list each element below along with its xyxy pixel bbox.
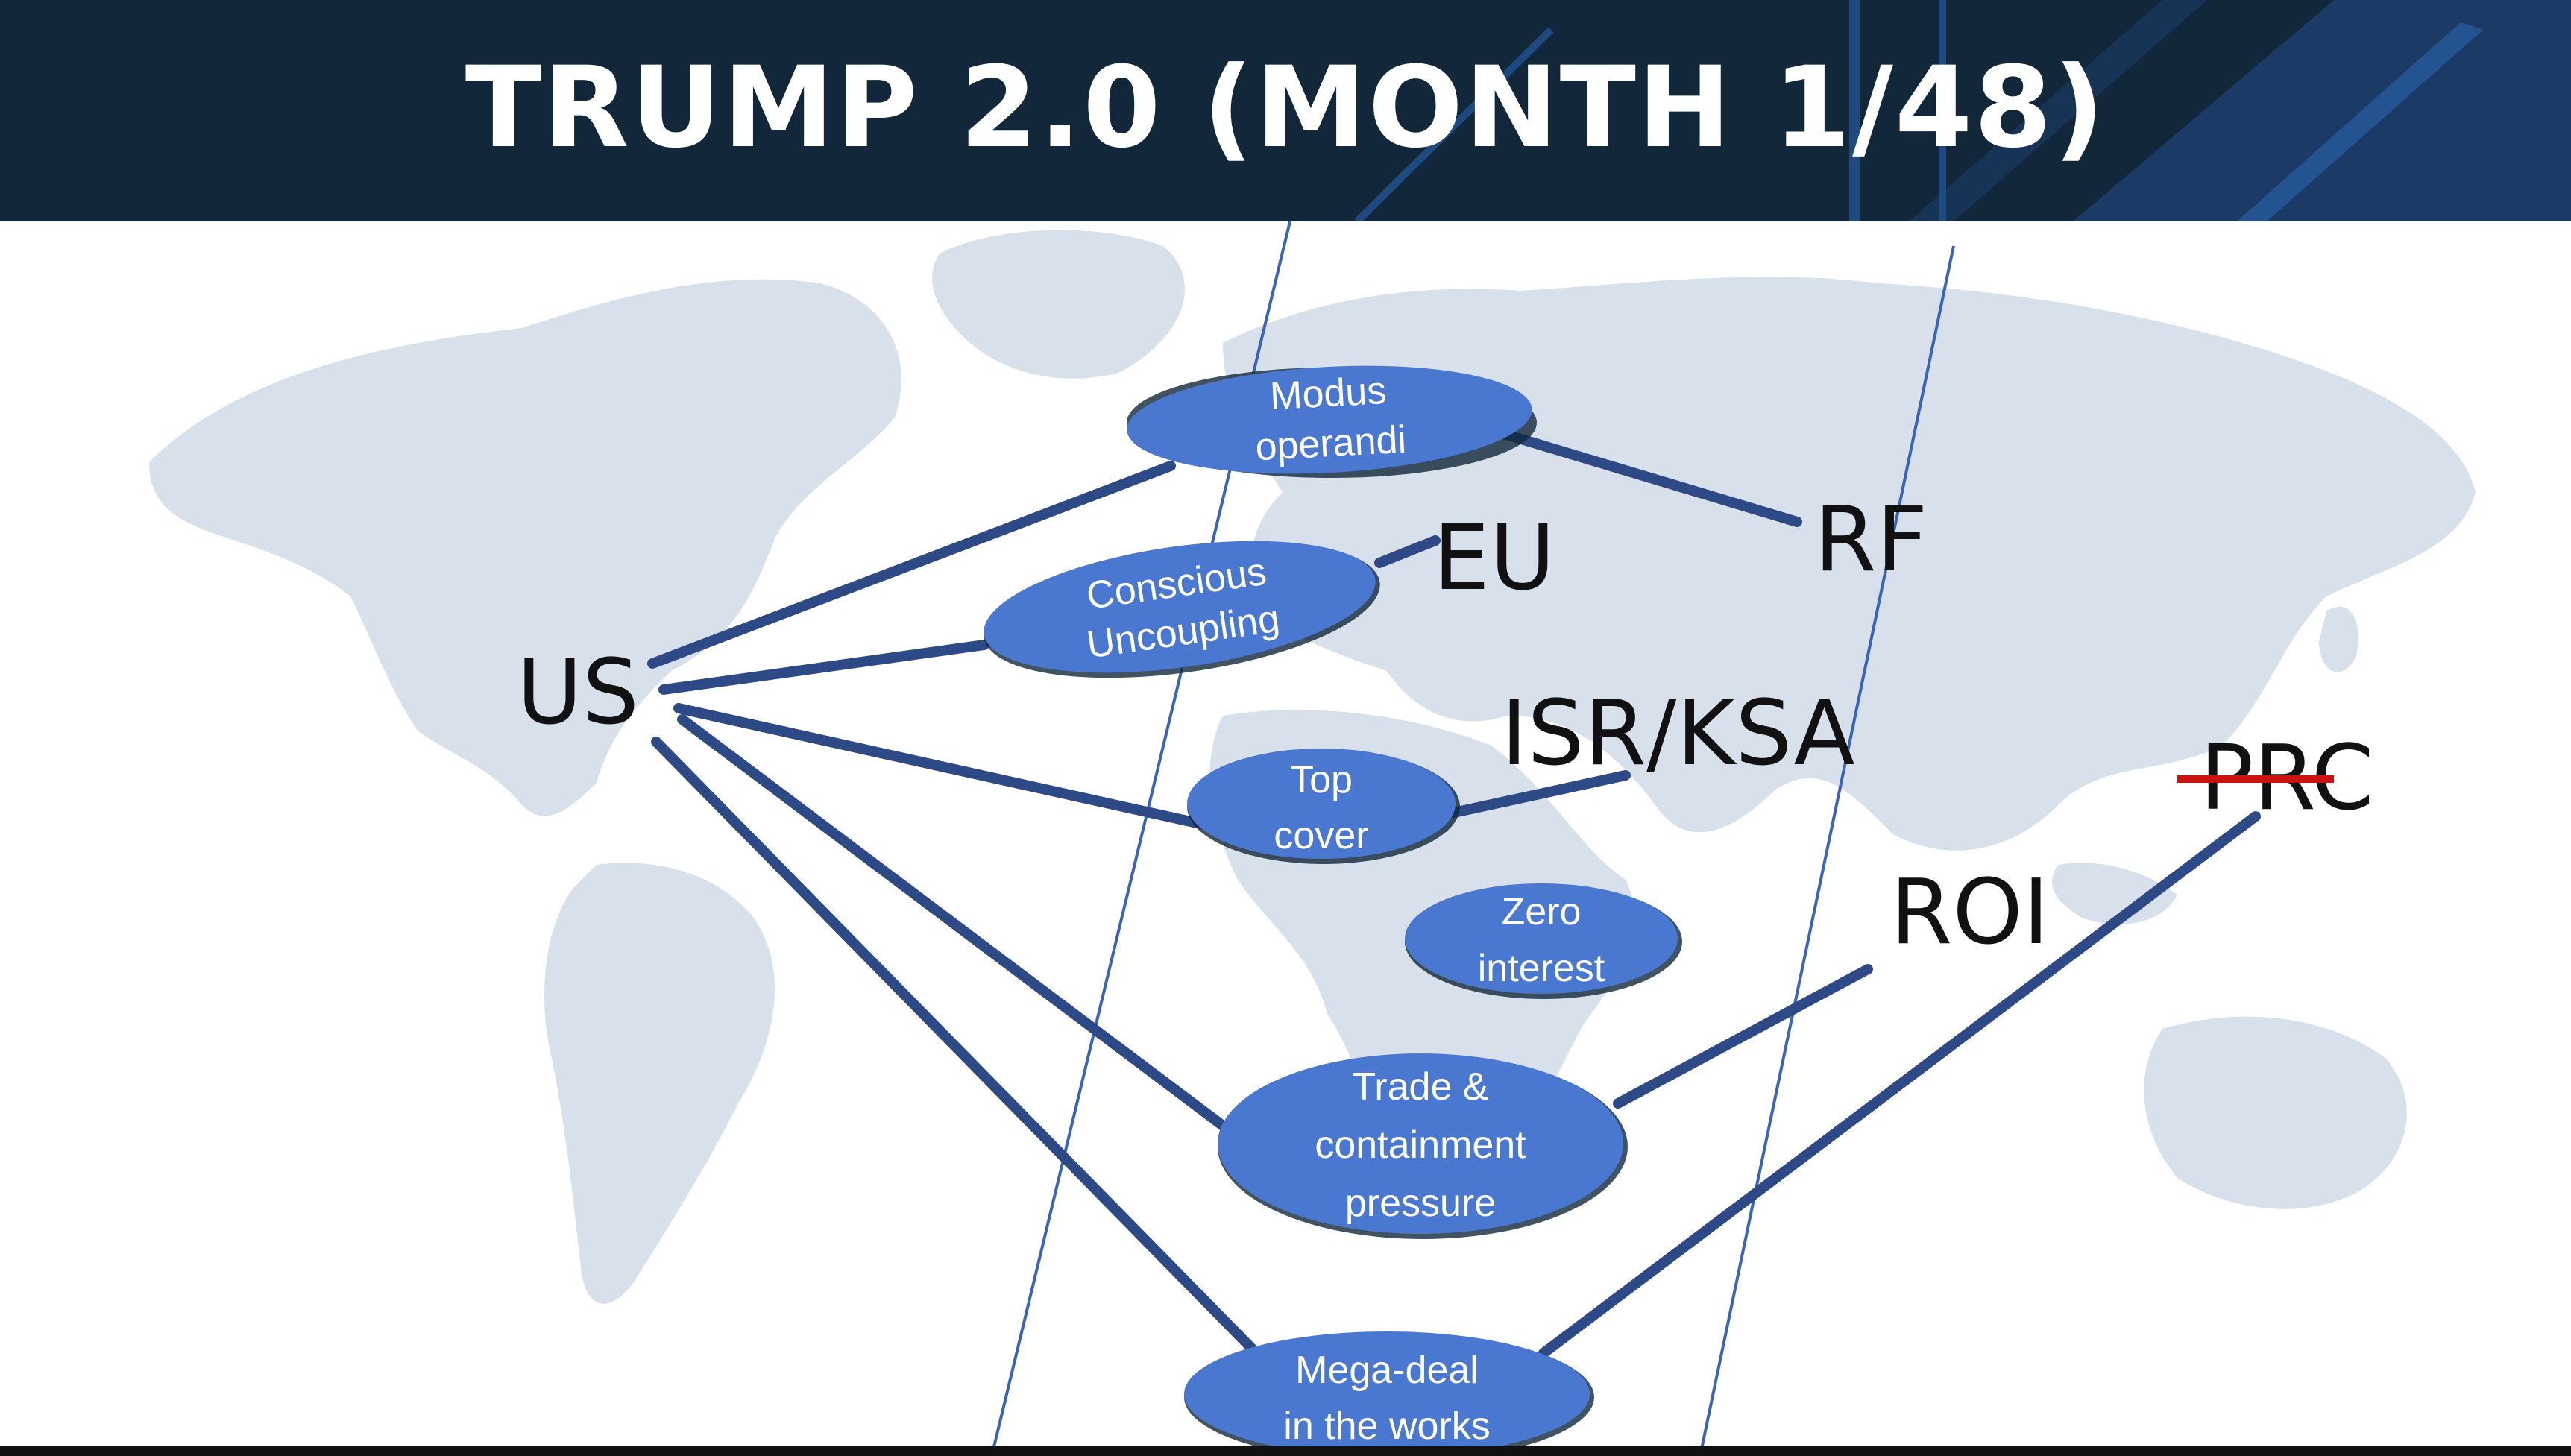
connector-trade-roi xyxy=(1613,964,1873,1109)
actor-eu: EU xyxy=(1433,507,1555,611)
connectors xyxy=(647,427,2261,1358)
title-bar: TRUMP 2.0 (MONTH 1/48) xyxy=(0,0,2571,221)
connector-mega-prc xyxy=(1538,811,2261,1358)
top-label-line2: cover xyxy=(1274,814,1368,857)
actor-us: US xyxy=(517,641,639,745)
zero-label-line1: Zero xyxy=(1502,890,1582,933)
trade-label-line1: Trade & xyxy=(1352,1065,1488,1109)
ellipse-mega-deal: Mega-deal in the works xyxy=(1184,1331,1594,1456)
trade-label-line2: containment xyxy=(1315,1123,1526,1167)
mega-label-line2: in the works xyxy=(1283,1405,1490,1448)
ellipse-modus-operandi: Modus operandi xyxy=(1127,365,1537,478)
title-bar-decoration xyxy=(1354,0,2571,221)
ellipse-trade-containment: Trade & containment pressure xyxy=(1218,1053,1628,1239)
connector-us-conscious xyxy=(658,640,989,695)
slide-title: TRUMP 2.0 (MONTH 1/48) xyxy=(465,43,2106,173)
zero-label-line2: interest xyxy=(1478,947,1605,990)
actor-rf: RF xyxy=(1814,488,1928,592)
mega-label-line1: Mega-deal xyxy=(1295,1349,1479,1392)
divider-line-right xyxy=(1699,245,1955,1456)
connector-us-top xyxy=(673,703,1206,829)
trade-label-line3: pressure xyxy=(1345,1182,1496,1225)
bottom-border xyxy=(0,1446,2571,1456)
modus-label-line1: Modus xyxy=(1269,369,1388,418)
top-label-line1: Top xyxy=(1290,758,1353,801)
ellipse-conscious-uncoupling: Conscious Uncoupling xyxy=(984,541,1380,678)
actor-isr-ksa: ISR/KSA xyxy=(1501,682,1855,786)
connector-conscious-eu xyxy=(1374,535,1441,568)
connector-us-mega xyxy=(651,737,1258,1355)
actor-roi: ROI xyxy=(1890,861,2049,965)
connector-us-modus xyxy=(647,461,1176,669)
connector-us-trade xyxy=(677,714,1228,1131)
connector-top-isr xyxy=(1449,770,1631,818)
modus-label-line2: operandi xyxy=(1254,418,1407,470)
ellipse-top-cover: Top cover xyxy=(1187,749,1460,864)
connector-modus-rf xyxy=(1494,427,1802,527)
ellipse-zero-interest: Zero interest xyxy=(1405,883,1682,999)
